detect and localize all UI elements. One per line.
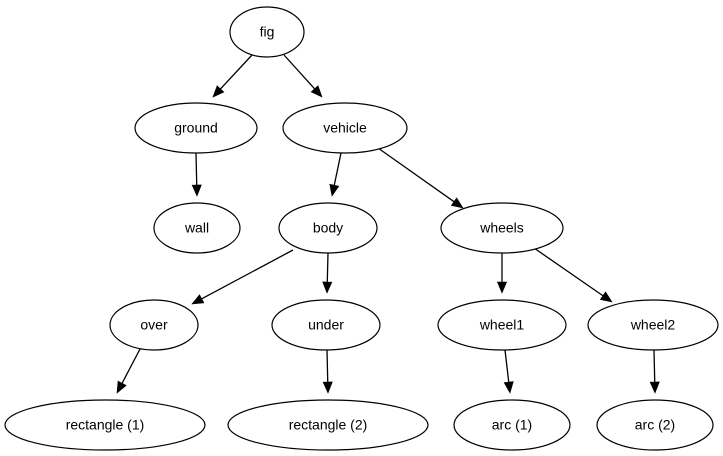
edge-line [195,152,198,186]
edge-line [533,247,604,297]
nodes-layer: fig ground vehicle wall body wheels over under w… [4,6,719,451]
edges-layer [116,54,660,394]
node-wheel2[interactable]: wheel2 [587,299,719,351]
node-shape-wheel2[interactable] [587,299,719,351]
node-shape-wheel1[interactable] [437,299,567,351]
edge-line [326,349,329,383]
edge-arrowhead [191,184,202,197]
edge-ground-to-wall [191,152,202,197]
node-wheels[interactable]: wheels [440,202,564,254]
node-shape-vehicle[interactable] [282,102,408,154]
edge-line [653,349,656,383]
node-under[interactable]: under [271,299,381,351]
edge-wheels-to-wheel1 [496,253,508,294]
node-shape-ground[interactable] [134,102,258,154]
node-shape-rectangle2[interactable] [227,399,429,451]
edge-line [333,152,342,186]
edge-arrowhead [191,294,205,305]
edge-fig-to-vehicle [283,54,323,98]
edge-arrowhead [450,197,464,209]
edge-arrowhead [496,281,508,294]
edge-arrowhead [649,381,660,394]
node-shape-arc1[interactable] [453,399,571,451]
edge-arrowhead [503,381,514,394]
node-shape-wall[interactable] [153,202,241,254]
node-wheel1[interactable]: wheel1 [437,299,567,351]
node-vehicle[interactable]: vehicle [282,102,408,154]
edge-arrowhead [599,291,613,303]
edge-arrowhead [212,85,225,98]
edge-under-to-rectangle2 [322,349,333,394]
edge-line [201,249,294,300]
node-rectangle1[interactable]: rectangle (1) [4,399,206,451]
edge-body-to-over [191,249,294,305]
node-ground[interactable]: ground [134,102,258,154]
node-body[interactable]: body [278,202,378,254]
edge-line [504,349,510,383]
edge-line [220,54,253,90]
edge-line [121,348,141,384]
node-over[interactable]: over [109,299,199,351]
node-wall[interactable]: wall [153,202,241,254]
edge-arrowhead [322,281,333,294]
node-shape-under[interactable] [271,299,381,351]
node-shape-rectangle1[interactable] [4,399,206,451]
edge-wheel2-to-arc2 [649,349,660,394]
node-arc2[interactable]: arc (2) [596,399,714,451]
edge-line [377,147,455,203]
edge-line [326,252,329,283]
edge-body-to-under [322,252,333,294]
edge-fig-to-ground [212,54,253,98]
edge-wheel1-to-arc1 [503,349,514,394]
node-fig[interactable]: fig [229,6,305,58]
node-shape-over[interactable] [109,299,199,351]
node-rectangle2[interactable]: rectangle (2) [227,399,429,451]
edge-line [283,54,316,90]
edge-arrowhead [116,380,127,394]
edge-vehicle-to-body [329,152,342,197]
node-shape-wheels[interactable] [440,202,564,254]
node-shape-arc2[interactable] [596,399,714,451]
edge-vehicle-to-wheels [377,147,464,209]
edge-arrowhead [322,381,333,394]
edge-over-to-rectangle1 [116,348,141,394]
node-arc1[interactable]: arc (1) [453,399,571,451]
edge-wheels-to-wheel2 [533,247,613,303]
edge-arrowhead [310,85,323,98]
edge-arrowhead [329,183,340,197]
node-shape-fig[interactable] [229,6,305,58]
node-shape-body[interactable] [278,202,378,254]
